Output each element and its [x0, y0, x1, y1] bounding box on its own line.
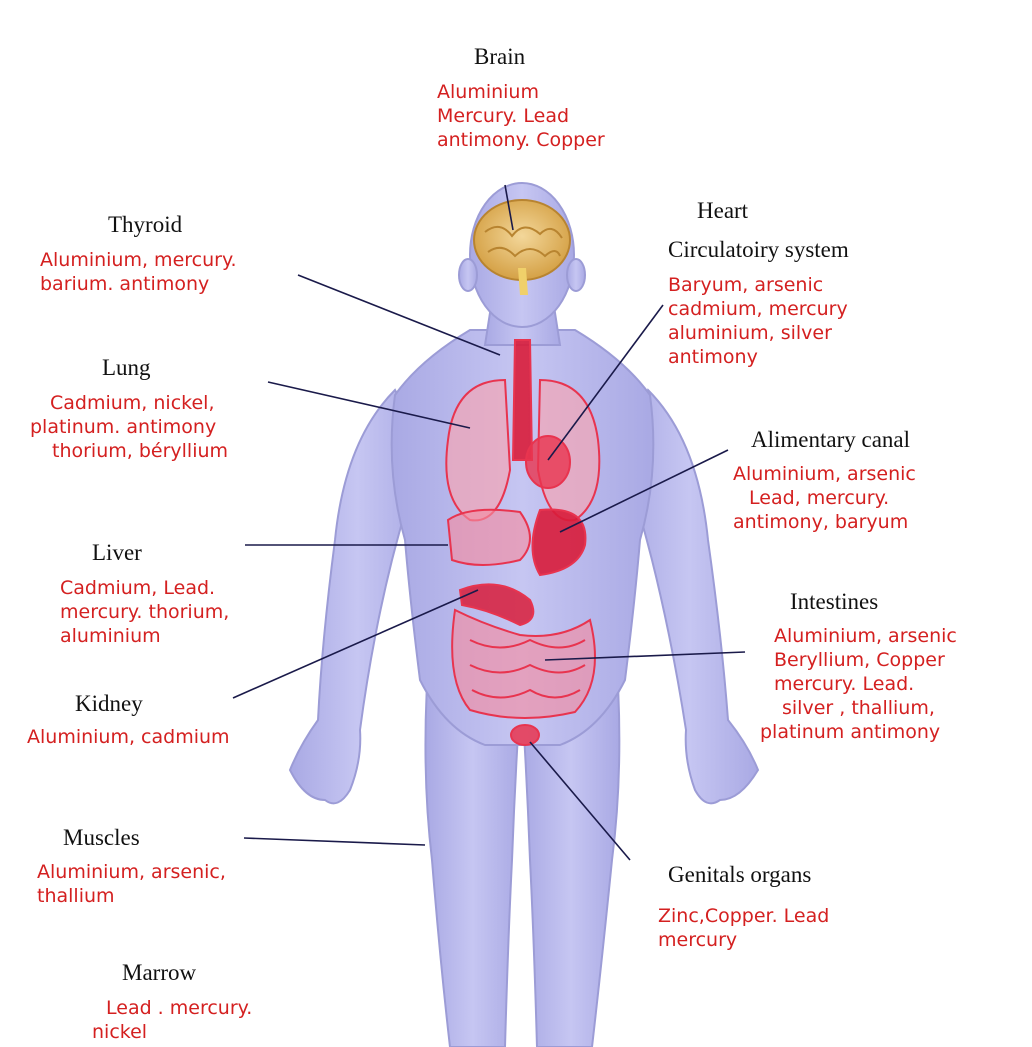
metal-line: Baryum, arsenic [668, 273, 848, 297]
label-circulatory-title: Circulatoiry system [668, 237, 849, 263]
label-lung-metals: Cadmium, nickel, platinum. antimony thor… [30, 391, 228, 463]
metal-line: mercury. thorium, [60, 600, 229, 624]
metal-line: platinum. antimony [30, 415, 228, 439]
metal-line: mercury [658, 928, 829, 952]
label-brain-title: Brain [474, 44, 525, 70]
metal-line: aluminium, silver [668, 321, 848, 345]
metal-line: antimony [668, 345, 848, 369]
label-liver-title: Liver [92, 540, 142, 566]
metal-line: aluminium [60, 624, 229, 648]
metal-line: mercury. Lead. [760, 672, 957, 696]
label-genitals-metals: Zinc,Copper. Lead mercury [658, 904, 829, 952]
label-marrow-title: Marrow [122, 960, 196, 986]
metal-line: thallium [37, 884, 226, 908]
label-brain: Brain [474, 44, 525, 70]
metal-line: Aluminium, arsenic, [37, 860, 226, 884]
metal-line: Aluminium, arsenic [733, 462, 916, 486]
label-muscles-metals: Aluminium, arsenic, thallium [37, 860, 226, 908]
label-thyroid-metals: Aluminium, mercury. barium. antimony [40, 248, 237, 296]
metal-line: Zinc,Copper. Lead [658, 904, 829, 928]
label-lung-title: Lung [102, 355, 151, 381]
label-thyroid-title: Thyroid [108, 212, 182, 238]
metal-line: Cadmium, Lead. [60, 576, 229, 600]
label-kidney-title: Kidney [75, 691, 143, 717]
label-intestines-metals: Aluminium, arsenic Beryllium, Copper mer… [760, 624, 957, 744]
metal-line: cadmium, mercury [668, 297, 848, 321]
metal-line: silver , thallium, [760, 696, 957, 720]
metal-line: Lead . mercury. [92, 996, 252, 1020]
label-heart-title: Heart [697, 198, 748, 224]
metal-line: Aluminium [437, 80, 605, 104]
label-liver-metals: Cadmium, Lead. mercury. thorium, alumini… [60, 576, 229, 648]
metal-line: Cadmium, nickel, [30, 391, 228, 415]
label-kidney-metals: Aluminium, cadmium [27, 725, 230, 749]
metal-line: Beryllium, Copper [760, 648, 957, 672]
metal-line: platinum antimony [760, 720, 957, 744]
label-genitals-title: Genitals organs [668, 862, 811, 888]
metal-line: Lead, mercury. [733, 486, 916, 510]
metal-line: thorium, béryllium [30, 439, 228, 463]
label-alimentary-title: Alimentary canal [751, 427, 910, 453]
metal-line: barium. antimony [40, 272, 237, 296]
metal-line: antimony. Copper [437, 128, 605, 152]
label-muscles-title: Muscles [63, 825, 140, 851]
metal-line: Aluminium, arsenic [760, 624, 957, 648]
metal-line: nickel [92, 1020, 252, 1044]
label-alimentary-metals: Aluminium, arsenic Lead, mercury. antimo… [733, 462, 916, 534]
metal-line: Aluminium, cadmium [27, 725, 230, 749]
label-circulatory-metals: Baryum, arsenic cadmium, mercury alumini… [668, 273, 848, 369]
metal-line: antimony, baryum [733, 510, 916, 534]
label-intestines-title: Intestines [790, 589, 878, 615]
metal-line: Aluminium, mercury. [40, 248, 237, 272]
label-brain-metals: Aluminium Mercury. Lead antimony. Copper [437, 80, 605, 152]
metal-line: Mercury. Lead [437, 104, 605, 128]
label-marrow-metals: Lead . mercury. nickel [92, 996, 252, 1044]
